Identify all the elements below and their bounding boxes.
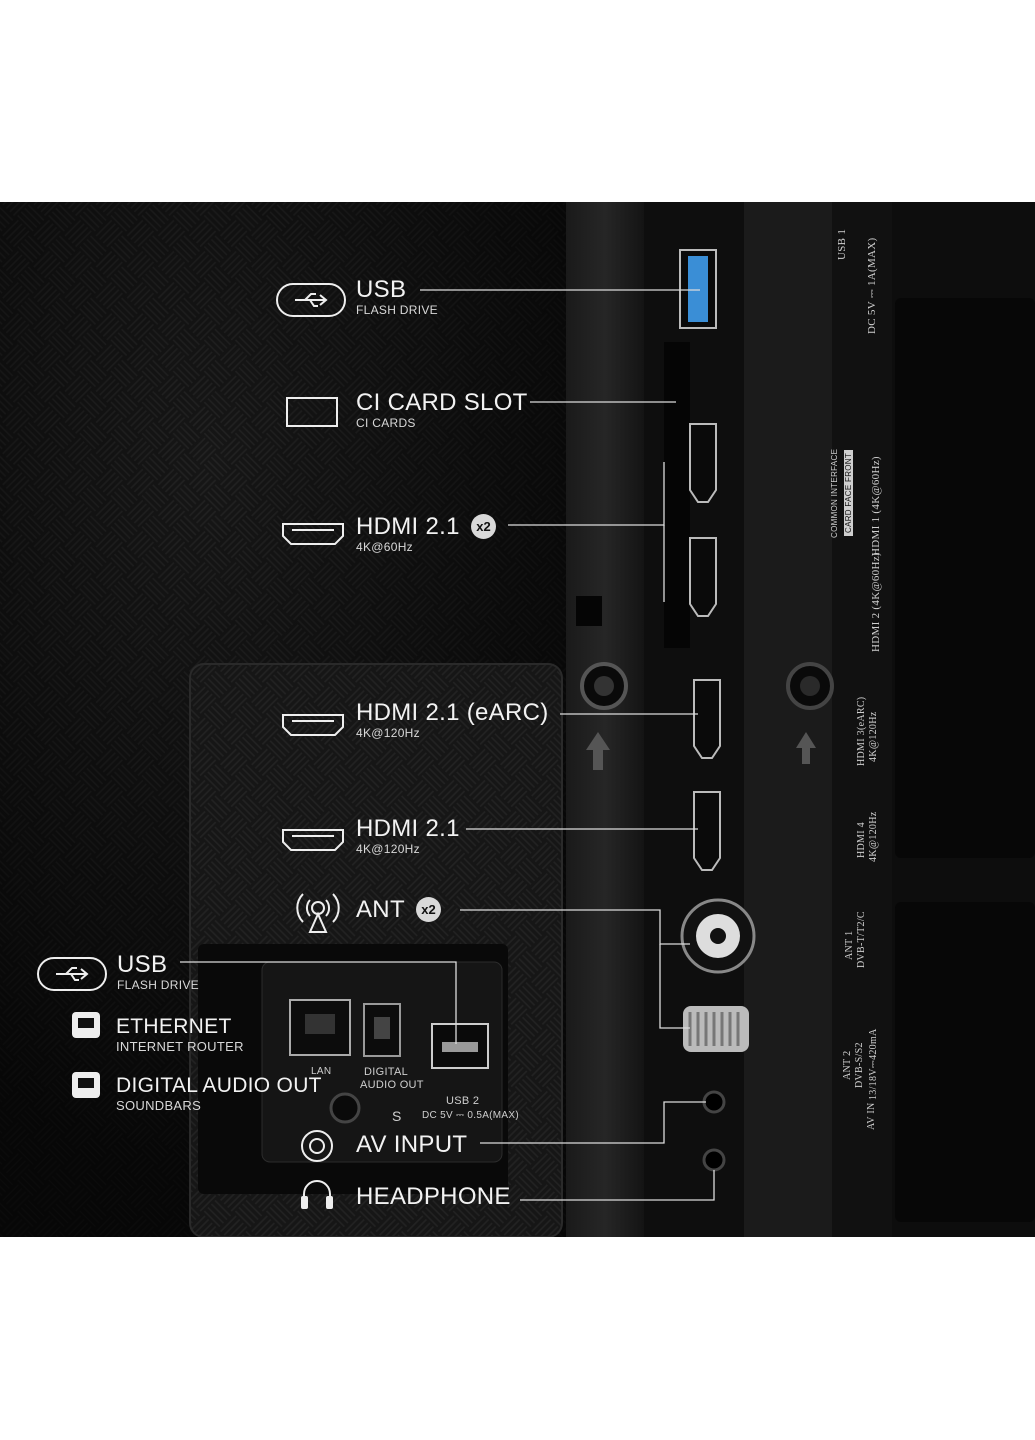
panel-av-in: AV IN — [866, 1102, 877, 1130]
usb1-sub: FLASH DRIVE — [356, 303, 438, 317]
hdmi-earc-label: HDMI 2.1 (eARC) 4K@120Hz — [356, 699, 549, 741]
panel-usb1-text: USB 1 — [836, 229, 848, 260]
label-icons — [37, 283, 346, 1206]
rear-panel-scene — [0, 202, 1035, 1237]
hdmi-a-badge: x2 — [471, 514, 496, 539]
panel-ant1-std: DVB-T/T2/C — [856, 911, 867, 968]
optical-title: DIGITAL AUDIO OUT — [116, 1074, 322, 1097]
panel-ant2-std: DVB-S/S2 — [854, 1042, 865, 1088]
ci-sub: CI CARDS — [356, 416, 416, 430]
panel-hdmi2: HDMI 2 (4K@60Hz) — [870, 552, 882, 652]
panel-hdmi4-rate: 4K@120Hz — [868, 811, 879, 863]
ant-badge: x2 — [416, 897, 441, 922]
hdmi-b-title: HDMI 2.1 — [356, 815, 460, 842]
panel-hdmi4: HDMI 4 — [856, 822, 867, 858]
optical-label: DIGITAL AUDIO OUT SOUNDBARS — [116, 1073, 322, 1113]
ethernet-sub: INTERNET ROUTER — [116, 1039, 244, 1054]
panel-hdmi3: HDMI 3(eARC) — [856, 696, 867, 766]
panel-lan: LAN — [311, 1066, 332, 1077]
headphone-title: HEADPHONE — [356, 1183, 511, 1210]
ci-title: CI CARD SLOT — [356, 389, 528, 416]
panel-ant1: ANT 1 — [844, 930, 855, 960]
panel-digital: DIGITAL — [364, 1066, 409, 1078]
usb2-title: USB — [117, 951, 168, 978]
usb2-sub: FLASH DRIVE — [117, 978, 199, 992]
hdmi-a-label: HDMI 2.1 4K@60Hz — [356, 513, 460, 555]
panel-hdmi1: HDMI 1 (4K@60Hz) — [870, 456, 882, 556]
usb1-label: USB FLASH DRIVE — [356, 276, 438, 318]
panel-usb1: USB 1 — [836, 228, 848, 260]
ethernet-title: ETHERNET — [116, 1015, 232, 1038]
usb2-label: USB FLASH DRIVE — [117, 951, 199, 993]
hdmi-earc-sub: 4K@120Hz — [356, 726, 420, 740]
usb1-title: USB — [356, 276, 407, 303]
hdmi-b-label: HDMI 2.1 4K@120Hz — [356, 815, 460, 857]
panel-ci-face: CARD FACE FRONT — [844, 449, 853, 536]
hdmi-b-sub: 4K@120Hz — [356, 842, 420, 856]
panel-s: S — [392, 1108, 402, 1124]
panel-hdmi3-rate: 4K@120Hz — [868, 711, 879, 763]
hdmi-a-title: HDMI 2.1 — [356, 513, 460, 540]
panel-usb2: USB 2 — [446, 1095, 480, 1107]
ci-label: CI CARD SLOT CI CARDS — [356, 389, 528, 431]
panel-ant2: ANT 2 — [842, 1050, 853, 1080]
hdmi-earc-title: HDMI 2.1 (eARC) — [356, 699, 549, 726]
hdmi-a-sub: 4K@60Hz — [356, 540, 413, 554]
headphone-label: HEADPHONE — [356, 1184, 511, 1210]
panel-usb1-rating: DC 5V ⎓ 1A(MAX) — [866, 237, 878, 335]
ethernet-label: ETHERNET INTERNET ROUTER — [116, 1014, 244, 1054]
optical-sub: SOUNDBARS — [116, 1098, 202, 1113]
panel-ci: COMMON INTERFACE — [830, 448, 839, 538]
panel-audio-out: AUDIO OUT — [360, 1079, 424, 1091]
panel-ant2-rating: 13/18V⎓420mA — [868, 1028, 879, 1100]
av-label: AV INPUT — [356, 1132, 467, 1158]
ant-title: ANT — [356, 896, 405, 923]
ant-label: ANT — [356, 897, 405, 923]
panel-usb2-rating: DC 5V ⎓ 0.5A(MAX) — [422, 1110, 519, 1121]
tv-rear-panel-photo: USB 1 DC 5V ⎓ 1A(MAX) COMMON INTERFACE C… — [0, 202, 1035, 1237]
av-title: AV INPUT — [356, 1131, 468, 1158]
